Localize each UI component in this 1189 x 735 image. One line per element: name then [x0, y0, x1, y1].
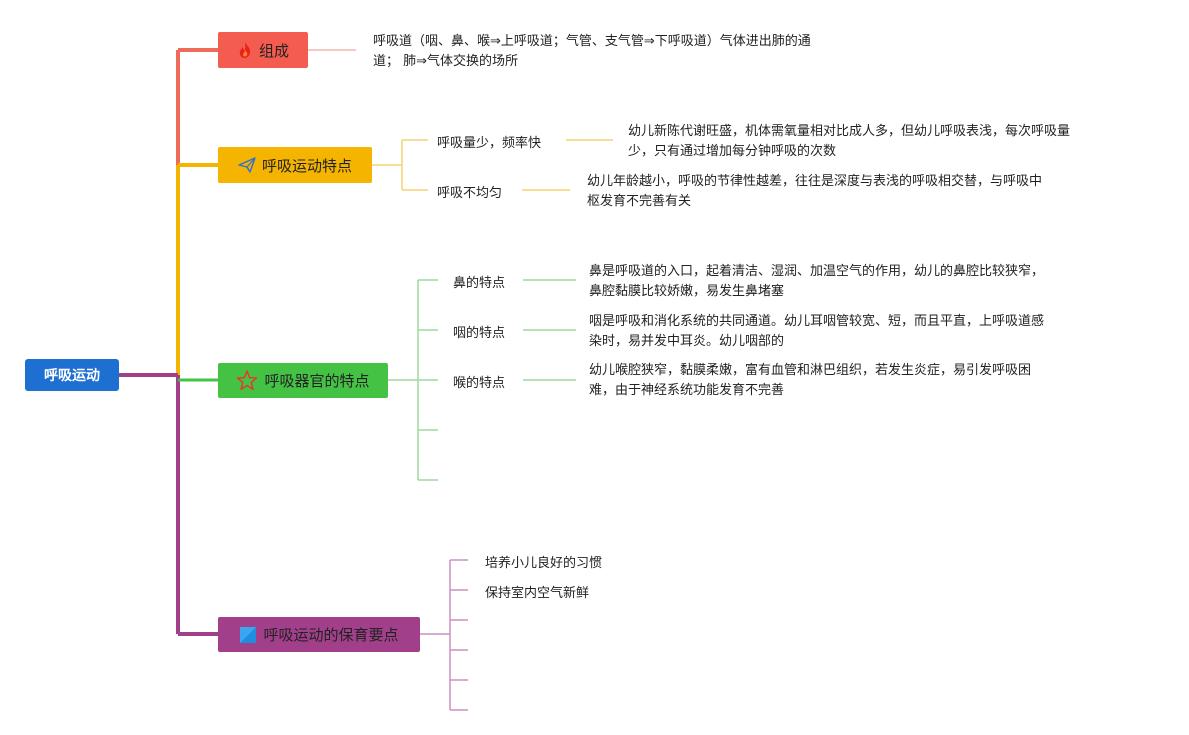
branch-organ-features[interactable]: 呼吸器官的特点 — [218, 363, 388, 398]
fire-icon — [237, 41, 253, 59]
composition-text: 呼吸道（咽、鼻、喉⇒上呼吸道；气管、支气管⇒下呼吸道）气体进出肺的通 道； 肺⇒… — [373, 34, 811, 69]
care-item-0-label[interactable]: 培养小儿良好的习惯 — [485, 556, 603, 571]
branch-movement-features[interactable]: 呼吸运动特点 — [218, 147, 372, 183]
organ-item-2-text: 幼儿喉腔狭窄，黏膜柔嫩，富有血管和淋巴组织，若发生炎症，易引发呼吸困 难，由于神… — [589, 363, 1032, 398]
organ-item-2-label[interactable]: 喉的特点 — [453, 376, 506, 391]
flag-icon — [239, 626, 257, 644]
branch-composition[interactable]: 组成 — [218, 32, 308, 68]
organ-item-1-label[interactable]: 咽的特点 — [453, 326, 506, 341]
root-node[interactable]: 呼吸运动 — [25, 359, 119, 391]
movement-item-1-label[interactable]: 呼吸不均匀 — [437, 186, 503, 201]
movement-item-0-label[interactable]: 呼吸量少，频率快 — [437, 136, 542, 151]
organ-item-0-label[interactable]: 鼻的特点 — [453, 276, 506, 291]
branch-care-points[interactable]: 呼吸运动的保育要点 — [218, 617, 420, 652]
movement-item-1-text: 幼儿年龄越小，呼吸的节律性越差，往往是深度与表浅的呼吸相交替，与呼吸中 枢发育不… — [587, 174, 1043, 209]
organ-item-0-text: 鼻是呼吸道的入口，起着清洁、湿润、加温空气的作用，幼儿的鼻腔比较狭窄， 鼻腔黏膜… — [589, 264, 1045, 299]
organ-item-1-text: 咽是呼吸和消化系统的共同通道。幼儿耳咽管较宽、短，而且平直，上呼吸道感 染时，易… — [589, 314, 1045, 349]
star-icon — [236, 370, 258, 391]
care-item-1-label[interactable]: 保持室内空气新鲜 — [485, 586, 590, 601]
movement-item-0-text: 幼儿新陈代谢旺盛，机体需氧量相对比成人多，但幼儿呼吸表浅，每次呼吸量 少，只有通… — [628, 124, 1071, 159]
paper-plane-icon — [238, 157, 256, 173]
